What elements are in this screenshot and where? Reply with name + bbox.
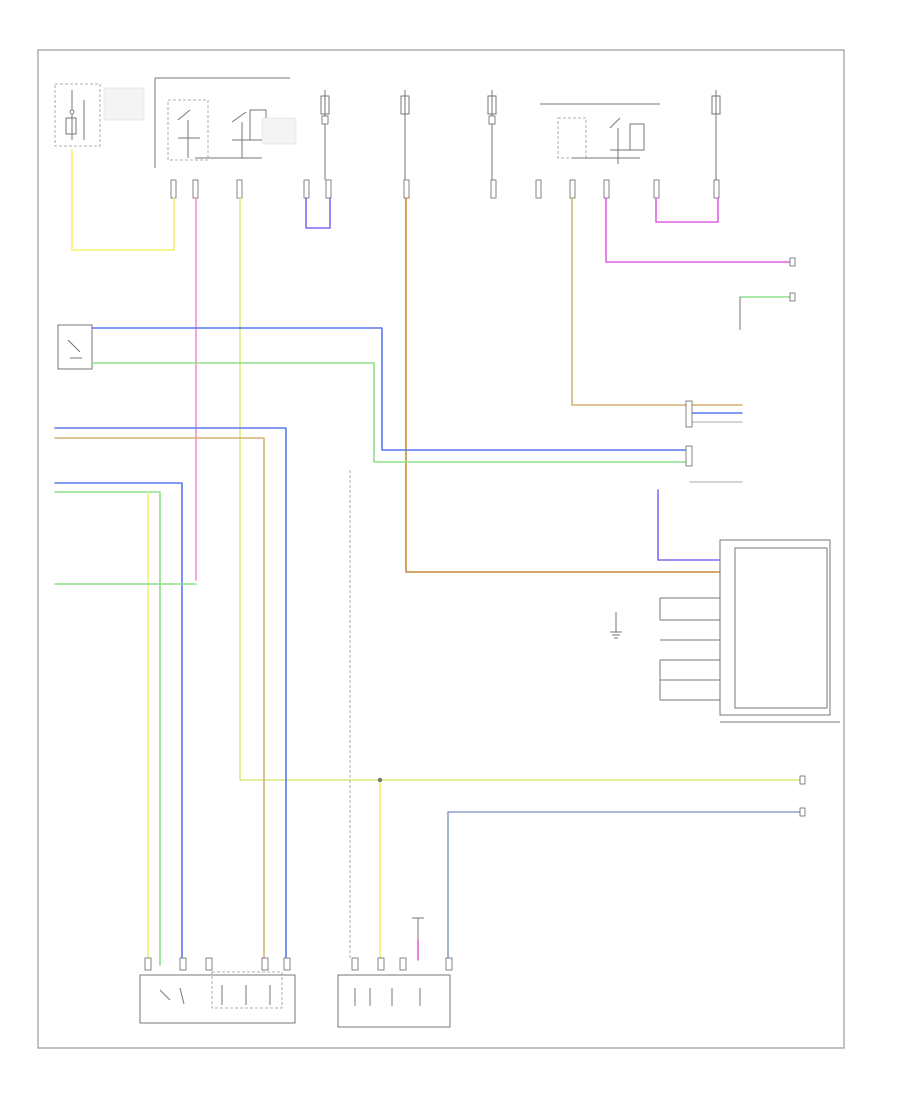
wire-orange-brown: [405, 197, 721, 573]
connector-block-right: [685, 400, 743, 483]
fuse-stack-5: [711, 90, 721, 180]
wire-green-switch: [91, 362, 691, 463]
switch-left: [57, 324, 93, 370]
connector-row-bottom: [144, 957, 453, 971]
wire-violet-loop: [305, 197, 331, 229]
wire-blue-lower-1: [54, 427, 287, 966]
wire-yellow-left: [71, 149, 175, 251]
actuator-right: [337, 974, 451, 1028]
fuse-stack-4: [487, 90, 497, 180]
ground-symbol-bottom: [412, 917, 424, 961]
label-relay: [261, 117, 297, 145]
diagram-frame: [37, 49, 845, 1049]
module-ground-loops: [659, 597, 720, 701]
wire-green-lower: [54, 491, 161, 966]
relay-box-right: [540, 103, 660, 164]
wire-magenta-right: [605, 197, 791, 263]
wire-blue-lower-2: [54, 482, 183, 966]
fuse-stack-3: [400, 90, 410, 180]
connector-row-top: [170, 179, 720, 199]
relay-box-center: [154, 77, 290, 168]
wire-blue-switch: [91, 327, 691, 451]
fuse-block-left: [54, 83, 101, 147]
actuator-left: [139, 971, 296, 1024]
control-module: [719, 539, 840, 723]
fuse-stack-2: [320, 90, 330, 180]
wire-blue-module: [657, 489, 721, 561]
wire-tan-right: [571, 197, 691, 406]
wire-yellow-green-long: [239, 197, 801, 781]
splice-node: [377, 777, 383, 783]
wire-magenta-loop: [655, 197, 719, 223]
connector-right-edge: [789, 257, 806, 817]
wire-tan-lower: [54, 437, 265, 966]
label-block-left: [103, 87, 145, 121]
wire-slate-center: [447, 811, 801, 821]
ground-symbol-module: [610, 612, 622, 639]
